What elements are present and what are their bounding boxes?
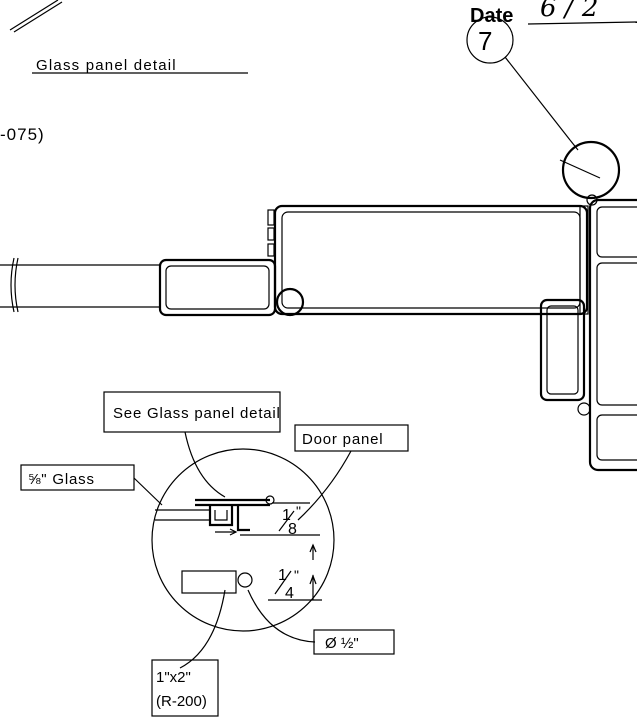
door-panel-note: Door panel: [294, 424, 409, 452]
callout-7: 7: [466, 16, 579, 151]
dim-eighth-numerator: 1: [282, 507, 291, 524]
callout-leader-b: [569, 139, 579, 151]
dim-quarter-numerator: 1: [278, 567, 287, 584]
dim-quarter-denominator: 4: [285, 585, 294, 602]
dim-eighth-denominator: 8: [288, 521, 297, 538]
main-panel-tube: [273, 204, 589, 316]
small-tube: [158, 258, 277, 317]
clip-pieces: [267, 209, 275, 257]
dim-quarter-bar: [274, 570, 292, 595]
left-glass-strip: [0, 257, 160, 313]
door-panel-text: Door panel: [302, 431, 383, 448]
leader-glass: [133, 477, 163, 506]
glass-panel-detail-title: Glass panel detail: [36, 57, 177, 74]
dim-quarter-inch: ": [294, 567, 299, 583]
leader-door-panel: [297, 450, 352, 521]
tube-part-text: (R-200): [156, 693, 207, 710]
diameter-note: Ø ½": [313, 629, 395, 655]
gasket-circle-small: [275, 287, 305, 317]
partial-part-number: -075): [0, 125, 45, 144]
leader-tube: [179, 589, 226, 669]
top-left-diagonal: [9, 0, 63, 33]
gasket-leader: [559, 159, 601, 179]
callout-number: 7: [478, 26, 492, 56]
date-handwritten-value: 6 / 2: [540, 0, 598, 23]
see-detail-text: See Glass panel detail: [113, 405, 281, 422]
callout-circle: [466, 16, 514, 64]
tube-size-note: 1"x2" (R-200): [151, 659, 219, 717]
leader-see-detail: [184, 431, 226, 498]
date-label: Date: [470, 5, 513, 27]
diameter-text: Ø ½": [325, 635, 359, 652]
right-frame: [539, 194, 637, 472]
leader-diameter: [247, 589, 316, 643]
gasket-circle-large: [561, 140, 621, 200]
callout-leader-a: [504, 56, 571, 141]
glass-text: ⅝" Glass: [28, 471, 95, 488]
date-underline: [527, 21, 637, 25]
glass-note: ⅝" Glass: [20, 464, 135, 491]
tube-size-text: 1"x2": [156, 669, 191, 686]
dim-eighth-bar: [278, 510, 295, 532]
detail-circle: 1 8 " 1 4 ": [133, 431, 352, 669]
see-detail-note: See Glass panel detail: [103, 391, 281, 433]
dim-eighth-inch: ": [296, 503, 301, 519]
date-area: Date 6 / 2: [470, 0, 637, 27]
